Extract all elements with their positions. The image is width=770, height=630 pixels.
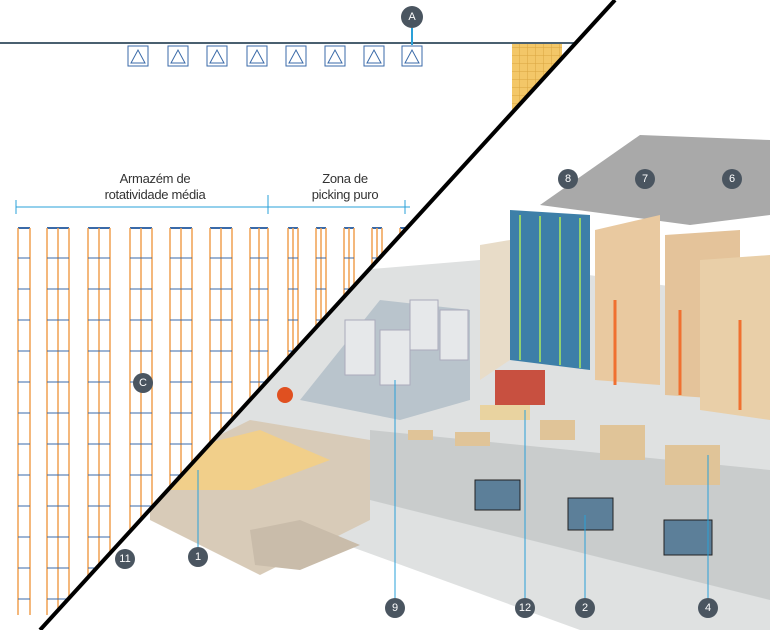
marker-12[interactable]: 12 <box>515 410 535 618</box>
marker-2[interactable]: 2 <box>575 515 595 618</box>
dock-door <box>363 45 385 67</box>
zone-picking-label: Zona de picking puro <box>290 171 400 203</box>
zone-picking-line1: Zona de <box>322 171 368 186</box>
markers: A C 8 7 6 11 1 9 12 2 4 <box>115 6 742 618</box>
marker-9[interactable]: 9 <box>385 380 405 618</box>
dock-door <box>401 45 423 67</box>
dock-door <box>246 45 268 67</box>
zone-medium-label: Armazém de rotatividade média <box>80 171 230 203</box>
marker-8[interactable]: 8 <box>558 169 578 189</box>
pallet-rack-7 <box>595 215 660 385</box>
marker-7[interactable]: 7 <box>635 169 655 189</box>
svg-text:11: 11 <box>119 553 130 565</box>
marker-a[interactable]: A <box>401 6 423 28</box>
dock-door <box>167 45 189 67</box>
agv-rack <box>510 210 590 370</box>
svg-text:A: A <box>408 11 416 23</box>
marker-1[interactable]: 1 <box>188 470 208 567</box>
svg-text:7: 7 <box>642 173 648 185</box>
zone-medium-line2: rotatividade média <box>104 187 206 202</box>
plan-docks <box>127 45 423 67</box>
svg-text:9: 9 <box>392 602 398 614</box>
svg-text:12: 12 <box>519 602 531 614</box>
svg-text:C: C <box>139 377 147 389</box>
rack-column <box>17 227 31 615</box>
divider-line <box>38 0 617 630</box>
svg-text:6: 6 <box>729 173 735 185</box>
dock-door <box>127 45 149 67</box>
svg-text:1: 1 <box>195 551 201 563</box>
svg-text:8: 8 <box>565 173 571 185</box>
svg-text:2: 2 <box>582 602 588 614</box>
zone-picking-line2: picking puro <box>311 187 379 202</box>
marker-4[interactable]: 4 <box>698 455 718 618</box>
marker-c[interactable]: C <box>133 373 153 393</box>
rack-column <box>46 227 70 615</box>
conveyor-area <box>495 370 545 405</box>
stairs <box>250 520 360 570</box>
dock-door <box>285 45 307 67</box>
svg-text:4: 4 <box>705 602 711 614</box>
marker-11[interactable]: 11 <box>115 549 135 569</box>
dock-door <box>324 45 346 67</box>
roof <box>540 135 770 225</box>
zone-medium-line1: Armazém de <box>119 171 191 186</box>
dock-door <box>206 45 228 67</box>
marker-6[interactable]: 6 <box>722 169 742 189</box>
